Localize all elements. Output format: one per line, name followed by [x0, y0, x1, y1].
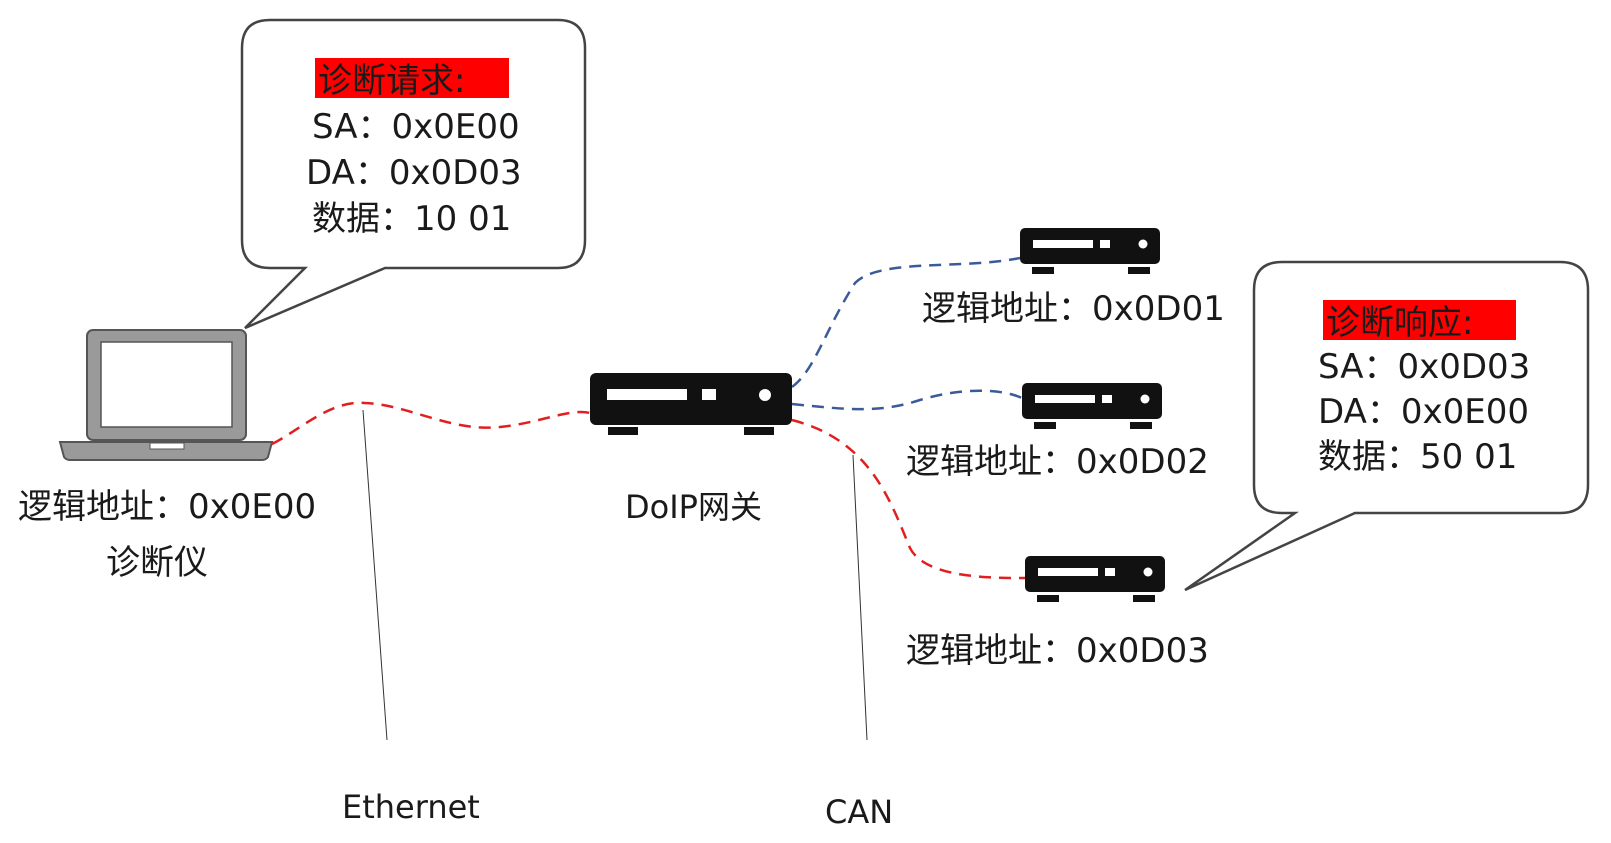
response-bubble — [1184, 260, 1590, 592]
response-heading: 诊断响应: — [1326, 303, 1473, 343]
ethernet-label: Ethernet — [342, 788, 480, 826]
request-data: 数据：10 01 — [312, 199, 511, 239]
ecu-2-address: 逻辑地址：0x0D02 — [906, 442, 1209, 482]
request-heading-highlight — [315, 58, 509, 98]
ecu-3-icon — [1025, 556, 1165, 602]
response-sa: SA：0x0D03 — [1318, 347, 1530, 387]
request-heading: 诊断请求: — [318, 61, 465, 101]
can-pointer-line — [852, 454, 868, 741]
ethernet-pointer-line — [362, 409, 388, 741]
tester-name: 诊断仪 — [106, 543, 208, 583]
can-link-ecu2 — [791, 389, 1023, 411]
tester-address: 逻辑地址：0x0E00 — [18, 487, 316, 527]
ethernet-link — [271, 401, 591, 446]
can-link-ecu1 — [791, 256, 1021, 389]
response-heading-highlight — [1323, 300, 1516, 340]
request-da: DA：0x0D03 — [306, 153, 522, 193]
response-data: 数据：50 01 — [1318, 437, 1517, 477]
response-da: DA：0x0E00 — [1318, 392, 1529, 432]
ecu-1-address: 逻辑地址：0x0D01 — [922, 289, 1225, 329]
laptop-icon — [58, 329, 274, 461]
ecu-2-icon — [1022, 383, 1162, 429]
ecu-1-icon — [1020, 228, 1160, 274]
request-sa: SA：0x0E00 — [312, 107, 520, 147]
ecu-3-address: 逻辑地址：0x0D03 — [906, 631, 1209, 671]
can-label: CAN — [825, 793, 893, 831]
can-link-ecu3 — [791, 418, 1026, 580]
gateway-icon — [590, 373, 792, 435]
gateway-name: DoIP网关 — [625, 488, 762, 526]
